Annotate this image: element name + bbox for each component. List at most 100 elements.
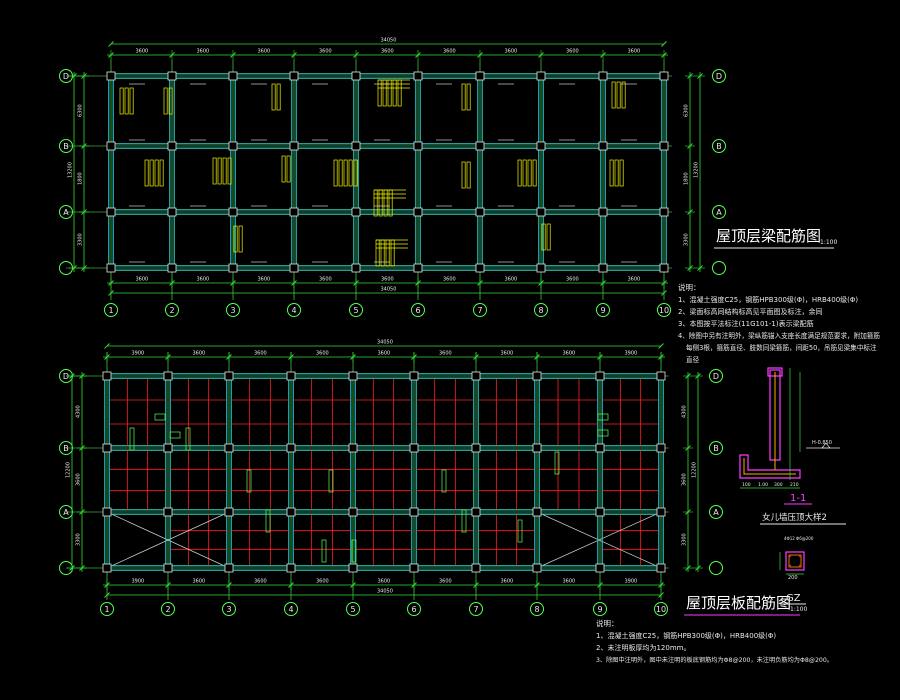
dim-top-bays-value: 3600 xyxy=(258,49,271,55)
column xyxy=(102,507,112,517)
beam-annotation-mark xyxy=(614,159,619,187)
column xyxy=(413,141,423,151)
beam-annotation-mark xyxy=(163,87,168,115)
dim-bottom-bays-tick xyxy=(534,582,540,588)
axis-bubble-right-A-circle xyxy=(712,205,726,219)
slab-rebar-tag xyxy=(154,413,166,421)
plan-bottom-title: 屋顶层板配筋图 xyxy=(686,594,791,612)
axis-bubble-9-label: 9 xyxy=(600,306,605,315)
beam-annotation-mark xyxy=(353,159,358,187)
column xyxy=(656,371,666,381)
axis-bubble-right-D-circle xyxy=(712,69,726,83)
dim-left-rows-tick xyxy=(79,373,85,379)
axis-bubble-4-label: 4 xyxy=(288,605,293,614)
dim-bottom-bays-value: 3900 xyxy=(132,579,145,585)
dim-bottom-bays-tick xyxy=(477,280,483,286)
beam-annotation-mark xyxy=(144,159,149,187)
section-dim-value: 300 xyxy=(774,482,783,488)
dim-bottom-bays-value: 3600 xyxy=(378,579,391,585)
column xyxy=(532,563,542,573)
notes-bottom-line-2: 2、未注明板厚均为120mm。 xyxy=(596,643,690,652)
axis-bubble-left-A-label: A xyxy=(63,208,69,217)
dim-top-bays-value: 3600 xyxy=(439,351,452,357)
dim-bottom-bays-value: 3600 xyxy=(316,579,329,585)
slab-rebar-label-mark xyxy=(461,509,467,533)
column xyxy=(228,207,238,217)
dim-top-bays-tick xyxy=(538,52,544,58)
dim-top-bays-value: 3600 xyxy=(193,351,206,357)
beam-annotation-mark xyxy=(281,155,286,183)
beam-annotation-mark xyxy=(233,225,238,253)
dim-bottom-overall-value: 34050 xyxy=(381,287,397,293)
axis-bubble-10-circle xyxy=(657,303,671,317)
dim-bottom-bays-value: 3600 xyxy=(381,277,394,283)
dim-top-bays-tick xyxy=(353,52,359,58)
axis-bubble-5-label: 5 xyxy=(350,605,355,614)
dim-top-bays-value: 3600 xyxy=(505,49,518,55)
column xyxy=(471,563,481,573)
axis-bubble-left-B-circle xyxy=(59,139,73,153)
dim-top-bays-tick xyxy=(165,354,171,360)
beam-annotation-mark xyxy=(466,161,471,189)
dim-top-bays-value: 3600 xyxy=(563,351,576,357)
column xyxy=(536,141,546,151)
dim-left-rows-tick xyxy=(81,265,87,271)
axis-bubble-left-A-circle xyxy=(59,505,73,519)
column xyxy=(348,563,358,573)
slab-rebar-label-mark xyxy=(517,519,523,543)
beam-annotation-mark xyxy=(546,223,551,251)
axis-bubble-6-circle xyxy=(411,303,425,317)
dim-bottom-bays-value: 3600 xyxy=(439,579,452,585)
dim-right-rows-value: 4300 xyxy=(682,405,688,418)
axis-bubble-10-label: 10 xyxy=(659,306,669,315)
dim-right-rows-tick xyxy=(687,73,693,79)
column xyxy=(348,443,358,453)
dim-top-overall-tick xyxy=(661,41,667,47)
beam-annotation-mark xyxy=(619,159,624,187)
slab-rebar-label-mark xyxy=(554,451,560,475)
section-1-1-label: 1-1 xyxy=(790,493,806,504)
dim-bottom-bays-value: 3600 xyxy=(136,277,149,283)
gz-stirrup xyxy=(788,554,802,568)
axis-bubble-right-B-circle xyxy=(712,139,726,153)
axis-bubble-7-label: 7 xyxy=(473,605,478,614)
dim-top-bays-value: 3600 xyxy=(197,49,210,55)
column xyxy=(228,141,238,151)
dim-top-bays-tick xyxy=(411,354,417,360)
dim-left-total-tick xyxy=(69,373,75,379)
dim-bottom-bays-tick xyxy=(104,582,110,588)
dim-right-rows-value: 3300 xyxy=(682,533,688,546)
column xyxy=(289,141,299,151)
axis-bubble-6-label: 6 xyxy=(415,306,420,315)
axis-bubble-8-label: 8 xyxy=(538,306,543,315)
dim-left-total-value: 12200 xyxy=(66,462,72,478)
column xyxy=(106,71,116,81)
dim-top-bays-value: 3900 xyxy=(132,351,145,357)
axis-bubble-1-circle xyxy=(100,602,114,616)
plan-top-scale: 1:100 xyxy=(820,239,837,246)
column xyxy=(659,263,669,273)
section-dim-value: 210 xyxy=(790,482,799,488)
slab-rebar-label-mark xyxy=(265,509,271,533)
dim-left-total-tick xyxy=(71,73,77,79)
dim-left-rows-tick xyxy=(79,445,85,451)
dim-top-overall-value: 34050 xyxy=(381,38,397,44)
beam-annotation-mark xyxy=(227,157,232,185)
column xyxy=(413,71,423,81)
column xyxy=(228,71,238,81)
notes-bottom-line-3: 3、除图中注明外，图中未注明的板底钢筋均为Φ8@200，未注明负筋均为Φ8@20… xyxy=(596,656,833,664)
axis-bubble-left-A-circle xyxy=(59,205,73,219)
dim-bottom-overall-tick xyxy=(104,592,110,598)
dim-bottom-bays-value: 3600 xyxy=(254,579,267,585)
dim-top-bays-tick xyxy=(291,52,297,58)
axis-bubble-4-circle xyxy=(284,602,298,616)
dim-top-bays-value: 3600 xyxy=(254,351,267,357)
dim-bottom-bays-tick xyxy=(165,582,171,588)
dim-right-total-tick xyxy=(697,73,703,79)
dim-right-rows-value: 3300 xyxy=(684,233,690,246)
axis-bubble-3-label: 3 xyxy=(230,306,235,315)
dim-top-bays-value: 3600 xyxy=(316,351,329,357)
dim-bottom-bays-value: 3600 xyxy=(501,579,514,585)
